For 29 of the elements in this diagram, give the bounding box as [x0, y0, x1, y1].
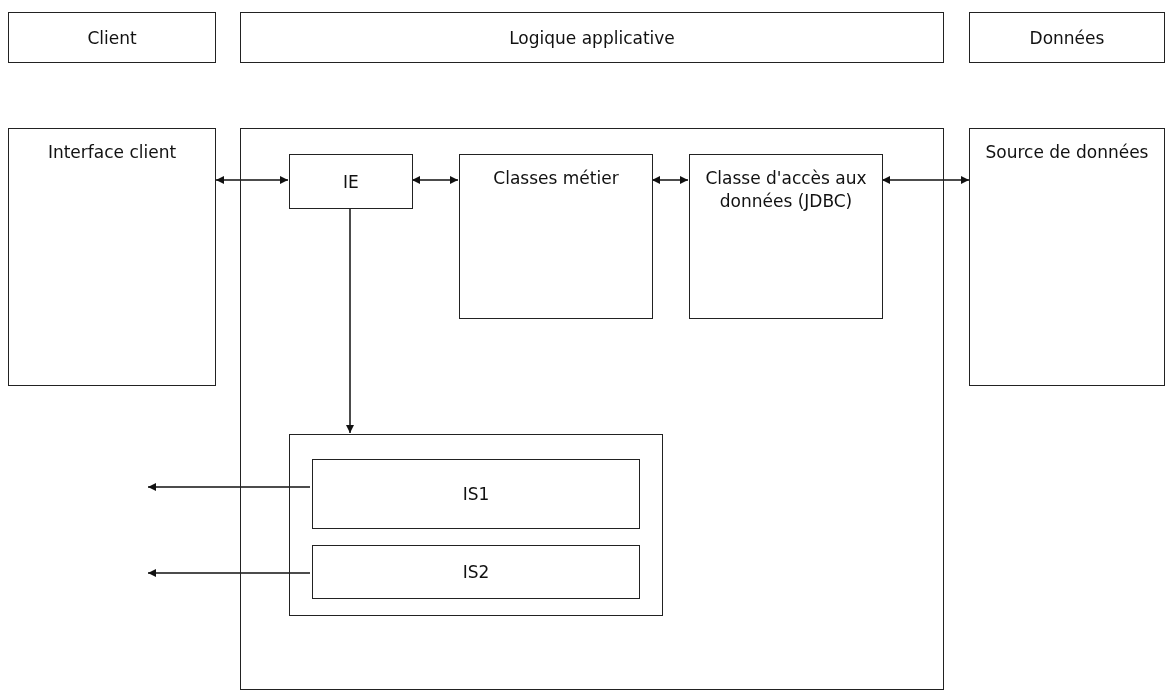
- arrow: [881, 176, 970, 184]
- component-box: [8, 128, 216, 386]
- box-label: Client: [86, 26, 138, 49]
- box-label: Interface client: [46, 141, 178, 164]
- box-label: IE: [342, 170, 360, 193]
- tier-header: [969, 12, 1165, 63]
- group-box: [289, 434, 663, 616]
- box-label: Classe d'accès aux données (JDBC): [704, 167, 868, 213]
- box-label: Données: [1028, 26, 1106, 49]
- component-box: [312, 459, 640, 529]
- box-label: IS2: [461, 560, 491, 584]
- arrow: [147, 569, 311, 577]
- component-box: [689, 154, 883, 319]
- box-label: Classes métier: [492, 167, 620, 190]
- arrow: [651, 176, 689, 184]
- component-box: [312, 545, 640, 599]
- arrow: [147, 483, 311, 491]
- box-label: Source de données: [984, 141, 1150, 164]
- arrow: [215, 176, 289, 184]
- component-box: [969, 128, 1165, 386]
- tier-header: [8, 12, 216, 63]
- component-box: [459, 154, 653, 319]
- box-label: IS1: [461, 482, 491, 506]
- tier-container: [240, 128, 944, 690]
- tier-header: [240, 12, 944, 63]
- arrow: [346, 207, 354, 434]
- box-label: Logique applicative: [508, 26, 676, 49]
- arrow: [411, 176, 459, 184]
- component-box: [289, 154, 413, 209]
